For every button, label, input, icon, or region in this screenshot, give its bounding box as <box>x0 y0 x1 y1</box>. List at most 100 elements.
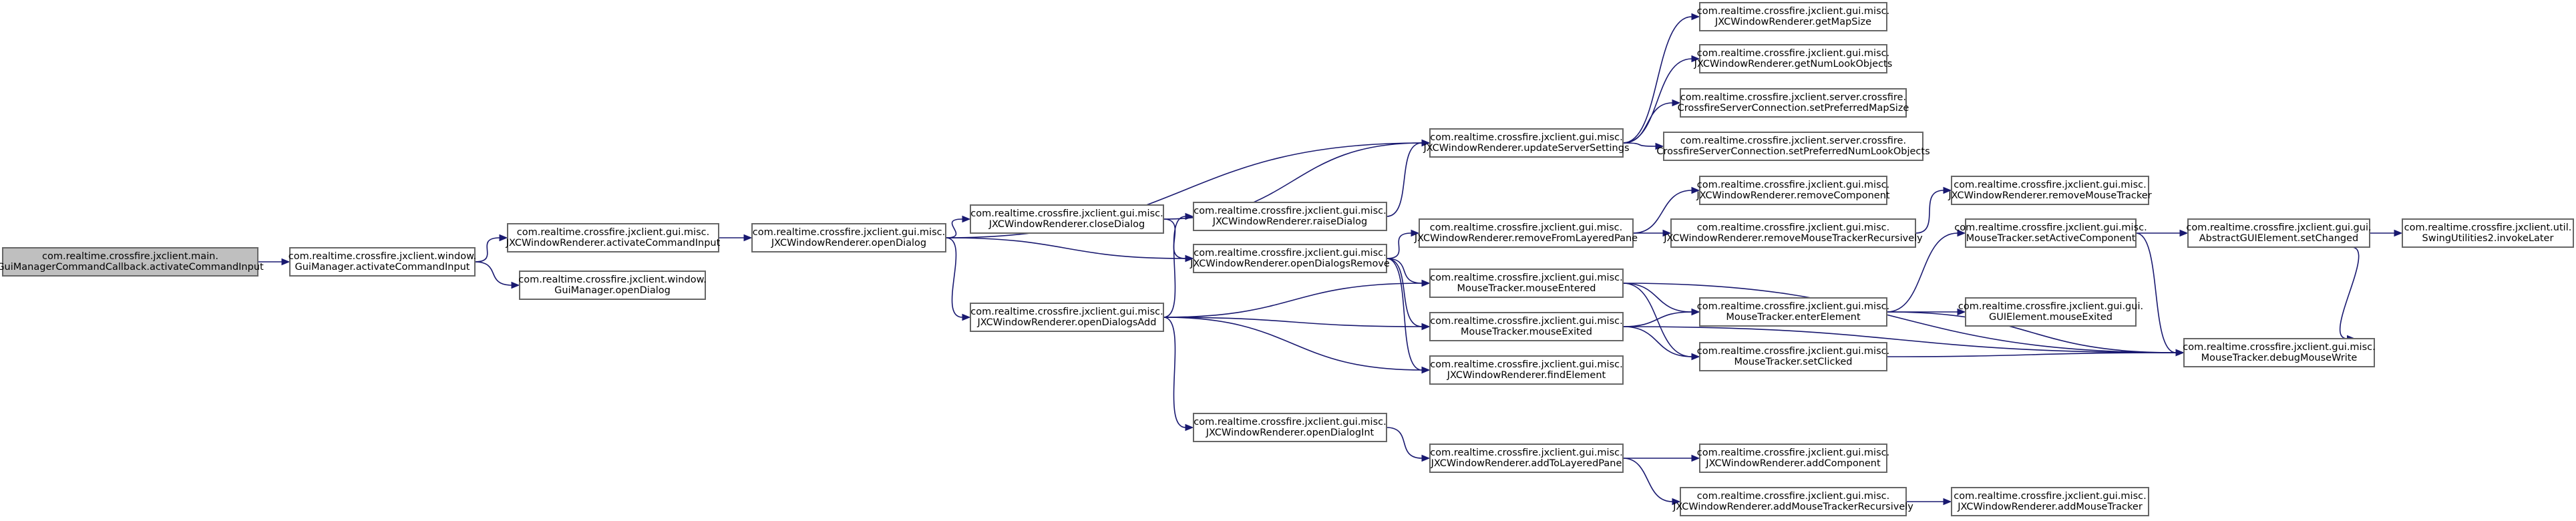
graph-node[interactable]: com.realtime.crossfire.jxclient.gui.misc… <box>1429 444 1624 473</box>
graph-node[interactable]: com.realtime.crossfire.jxclient.gui.misc… <box>2183 338 2376 367</box>
graph-node[interactable]: com.realtime.crossfire.jxclient.gui.misc… <box>1948 176 2152 205</box>
node-box <box>1193 202 1387 231</box>
graph-node[interactable]: com.realtime.crossfire.jxclient.gui.misc… <box>970 204 1164 234</box>
graph-node[interactable]: com.realtime.crossfire.jxclient.gui.misc… <box>1663 218 1923 248</box>
graph-node[interactable]: com.realtime.crossfire.jxclient.gui.misc… <box>1429 269 1624 298</box>
node-box <box>1699 297 1887 327</box>
graph-node[interactable]: com.realtime.crossfire.jxclient.gui.misc… <box>1429 312 1624 341</box>
graph-node[interactable]: com.realtime.crossfire.jxclient.window.G… <box>289 247 476 277</box>
node-box <box>970 204 1164 234</box>
edge-line <box>1886 352 2177 357</box>
graph-node[interactable]: com.realtime.crossfire.jxclient.gui.misc… <box>1414 218 1638 248</box>
graph-node[interactable]: com.realtime.crossfire.jxclient.gui.misc… <box>1429 355 1624 385</box>
call-edge <box>1886 229 1966 313</box>
edge-line <box>1386 258 1423 371</box>
call-edge <box>2339 246 2360 343</box>
node-label-line: JXCWindowRenderer.removeFromLayeredPane <box>1414 233 1638 244</box>
edge-line <box>1622 142 1656 147</box>
edge-line <box>1632 190 1692 234</box>
call-edge <box>1386 229 1420 259</box>
graph-node[interactable]: com.realtime.crossfire.jxclient.gui.gui.… <box>2186 218 2372 248</box>
node-label-line: MouseTracker.setClicked <box>1734 357 1853 367</box>
graph-node[interactable]: com.realtime.crossfire.jxclient.main.Gui… <box>0 247 264 277</box>
node-box <box>1663 132 1923 161</box>
node-label-line: GuiManager.openDialog <box>554 285 671 296</box>
node-label-line: com.realtime.crossfire.jxclient.gui.misc… <box>1430 132 1622 143</box>
graph-node[interactable]: com.realtime.crossfire.jxclient.gui.misc… <box>1697 2 1889 31</box>
call-edge <box>945 237 971 321</box>
edge-line <box>2339 246 2360 339</box>
graph-node[interactable]: com.realtime.crossfire.jxclient.gui.misc… <box>1954 218 2147 248</box>
graph-node[interactable]: com.realtime.crossfire.jxclient.gui.misc… <box>1672 487 1913 516</box>
node-label-line: com.realtime.crossfire.jxclient.gui.misc… <box>1193 206 1386 216</box>
edge-line <box>474 261 512 286</box>
edge-line <box>1622 283 1692 313</box>
arrowhead-icon <box>1691 13 1700 21</box>
arrowhead-icon <box>743 234 753 242</box>
arrowhead-icon <box>1421 323 1431 331</box>
node-label-line: MouseTracker.mouseEntered <box>1457 283 1596 294</box>
node-label-line: MouseTracker.debugMouseWrite <box>2201 353 2358 363</box>
arrowhead-icon <box>1691 308 1700 316</box>
node-label-line: com.realtime.crossfire.jxclient.gui.misc… <box>970 307 1163 317</box>
node-box <box>970 303 1164 332</box>
node-label-line: com.realtime.crossfire.jxclient.gui.misc… <box>1697 491 1889 502</box>
graph-node[interactable]: com.realtime.crossfire.jxclient.gui.misc… <box>1697 297 1889 327</box>
graph-node[interactable]: com.realtime.crossfire.jxclient.gui.misc… <box>1193 413 1387 442</box>
node-label-line: JXCWindowRenderer.removeComponent <box>1696 190 1889 201</box>
node-label-line: com.realtime.crossfire.jxclient.gui.misc… <box>1697 346 1889 357</box>
node-label-line: com.realtime.crossfire.jxclient.gui.misc… <box>1954 222 2147 233</box>
node-label-line: com.realtime.crossfire.jxclient.util. <box>2404 222 2572 233</box>
arrowhead-icon <box>1655 142 1664 150</box>
node-box <box>289 247 476 277</box>
graph-node[interactable]: com.realtime.crossfire.jxclient.gui.misc… <box>1951 487 2149 516</box>
call-edge <box>945 237 1194 263</box>
graph-node[interactable]: com.realtime.crossfire.jxclient.gui.misc… <box>1696 176 1890 205</box>
graph-node[interactable]: com.realtime.crossfire.jxclient.gui.misc… <box>1697 444 1889 473</box>
node-box <box>2183 338 2375 367</box>
node-box <box>1699 44 1887 73</box>
graph-node[interactable]: com.realtime.crossfire.jxclient.server.c… <box>1678 88 1909 118</box>
call-edge <box>1386 258 1431 331</box>
call-edge <box>1622 142 1664 150</box>
call-edge <box>719 234 753 242</box>
node-label-line: com.realtime.crossfire.jxclient.gui.misc… <box>1697 448 1889 458</box>
graph-node[interactable]: com.realtime.crossfire.jxclient.util.Swi… <box>2402 218 2574 248</box>
graph-node[interactable]: com.realtime.crossfire.jxclient.gui.gui.… <box>1958 297 2143 327</box>
node-label-line: com.realtime.crossfire.jxclient.gui.misc… <box>1430 222 1622 233</box>
node-box <box>1193 244 1387 273</box>
edge-line <box>1622 283 1692 357</box>
arrowhead-icon <box>962 215 971 223</box>
graph-node[interactable]: com.realtime.crossfire.jxclient.gui.misc… <box>1423 128 1630 158</box>
graph-node[interactable]: com.realtime.crossfire.jxclient.gui.misc… <box>1193 202 1387 231</box>
node-label-line: JXCWindowRenderer.addMouseTrackerRecursi… <box>1672 502 1913 512</box>
node-box <box>751 223 946 252</box>
node-label-line: JXCWindowRenderer.updateServerSettings <box>1423 143 1629 154</box>
graph-node[interactable]: com.realtime.crossfire.jxclient.gui.misc… <box>1189 244 1390 273</box>
graph-node[interactable]: com.realtime.crossfire.jxclient.window.G… <box>518 271 707 300</box>
graph-node[interactable]: com.realtime.crossfire.jxclient.server.c… <box>1656 132 1930 161</box>
node-label-line: com.realtime.crossfire.jxclient.gui.gui. <box>2186 222 2371 233</box>
edge-line <box>2135 232 2177 353</box>
node-box <box>2402 218 2574 248</box>
graph-node[interactable]: com.realtime.crossfire.jxclient.gui.misc… <box>1697 342 1889 371</box>
graph-node[interactable]: com.realtime.crossfire.jxclient.gui.misc… <box>751 223 946 252</box>
node-label-line: JXCWindowRenderer.addMouseTracker <box>1957 502 2143 512</box>
node-label-line: JXCWindowRenderer.openDialogsAdd <box>977 317 1157 328</box>
node-label-line: JXCWindowRenderer.getMapSize <box>1714 17 1871 27</box>
edge-line <box>1163 317 1423 371</box>
call-edge <box>474 234 508 263</box>
call-edge <box>1622 13 1700 144</box>
graph-node[interactable]: com.realtime.crossfire.jxclient.gui.misc… <box>1694 44 1893 73</box>
node-box <box>1429 128 1624 158</box>
edge-line <box>1886 311 2177 353</box>
node-box <box>1951 487 2149 516</box>
node-label-line: com.realtime.crossfire.jxclient.window. <box>289 251 476 262</box>
arrowhead-icon <box>1672 99 1681 107</box>
node-label-line: CrossfireServerConnection.setPreferredNu… <box>1656 146 1929 157</box>
arrowhead-icon <box>1185 423 1194 431</box>
graph-node[interactable]: com.realtime.crossfire.jxclient.gui.misc… <box>506 223 721 252</box>
graph-node[interactable]: com.realtime.crossfire.jxclient.gui.misc… <box>970 303 1164 332</box>
